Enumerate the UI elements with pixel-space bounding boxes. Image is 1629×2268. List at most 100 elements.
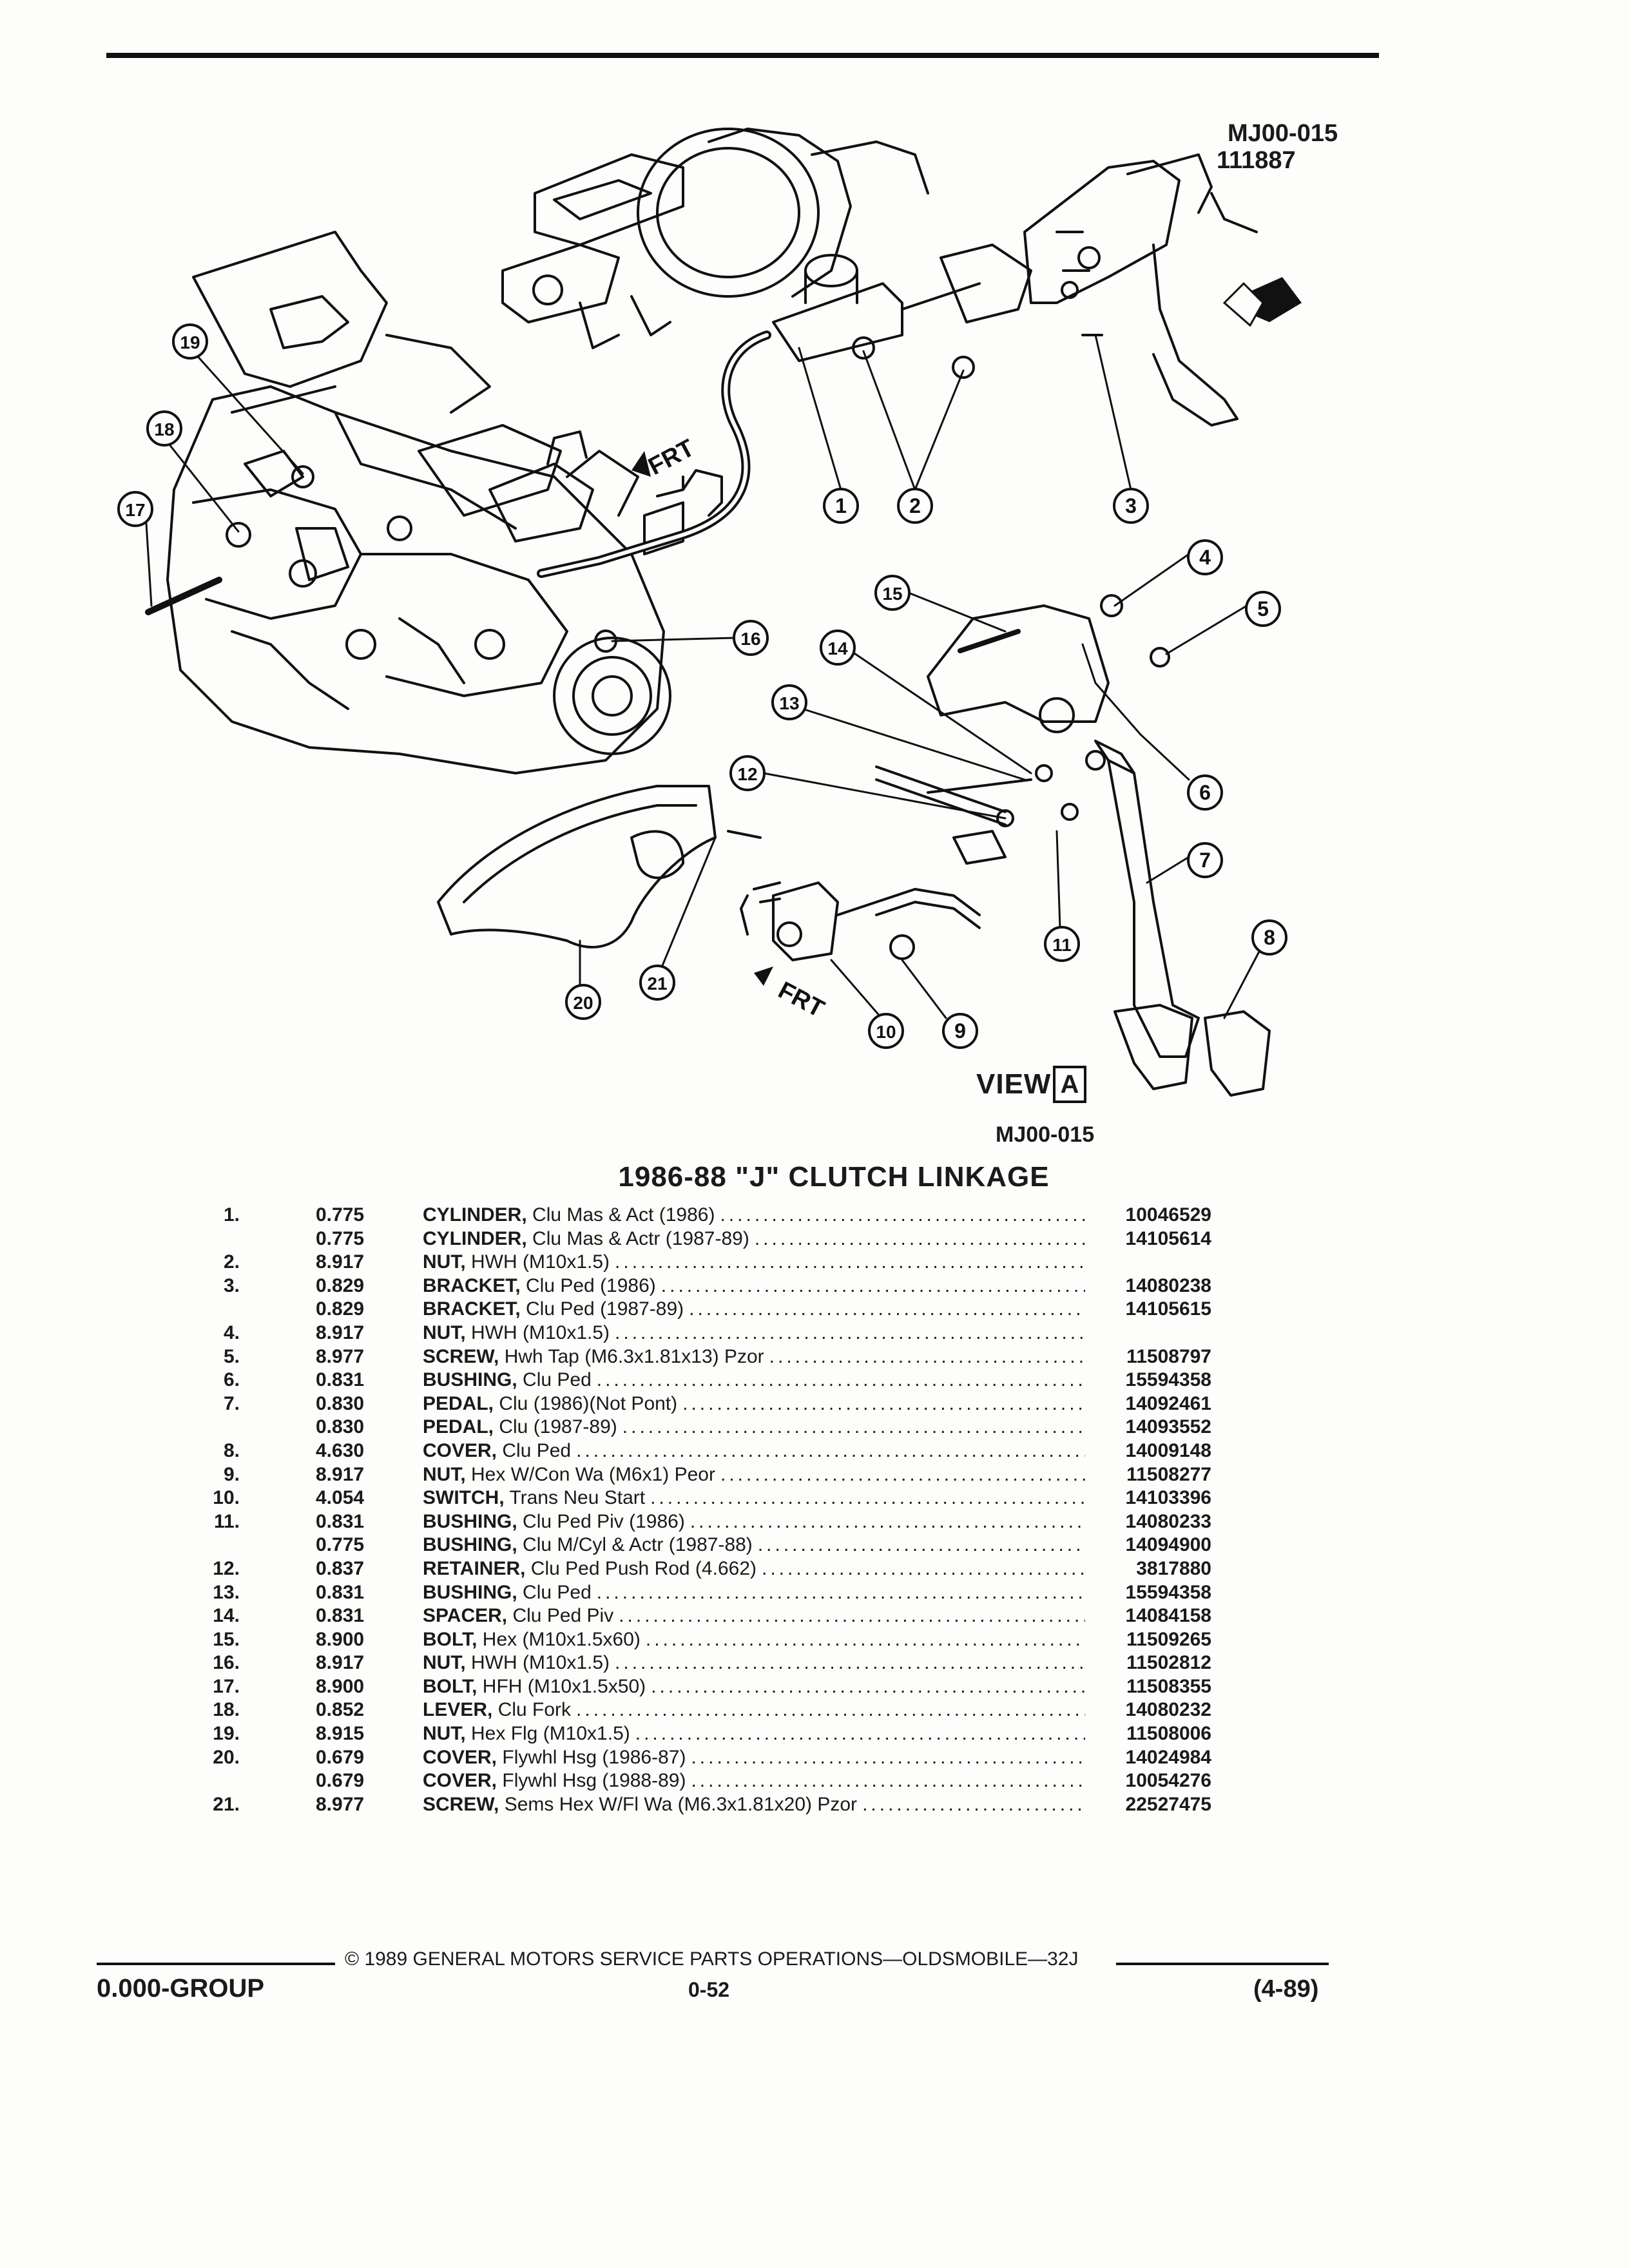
part-name: BOLT, <box>423 1628 477 1650</box>
part-number: 14009148 <box>1125 1439 1211 1461</box>
callout-8: 8 <box>1251 919 1287 956</box>
group-number: 0.830 <box>316 1392 365 1414</box>
part-description: SCREW, Hwh Tap (M6.3x1.81x13) Pzor......… <box>423 1345 1085 1369</box>
part-number: 15594358 <box>1125 1369 1211 1391</box>
page-title: 1986-88 "J" CLUTCH LINKAGE <box>618 1161 1050 1193</box>
item-number: 6. <box>223 1369 240 1391</box>
callout-circle <box>820 629 856 666</box>
part-name: LEVER, <box>423 1699 493 1721</box>
part-description: NUT, Hex Flg (M10x1.5)..................… <box>423 1722 1085 1745</box>
part-detail: Clu Ped Piv <box>507 1605 614 1627</box>
group-number: 8.917 <box>316 1463 365 1485</box>
item-number: 18. <box>213 1699 240 1721</box>
part-name: BUSHING, <box>423 1369 517 1391</box>
callout-circle <box>729 755 766 791</box>
leader-dots: ........................................… <box>615 1251 1085 1273</box>
figure-code-top: MJ00-015 <box>1228 120 1338 147</box>
part-name: COVER, <box>423 1439 497 1461</box>
part-description: COVER, Clu Ped..........................… <box>423 1439 1085 1463</box>
part-name: SWITCH, <box>423 1487 505 1509</box>
part-description: PEDAL, Clu (1987-89)....................… <box>423 1416 1085 1439</box>
part-name: NUT, <box>423 1251 466 1273</box>
part-description: BUSHING, Clu M/Cyl & Actr (1987-88).....… <box>423 1533 1085 1557</box>
callout-15: 15 <box>874 575 911 611</box>
leader-dots: ........................................… <box>650 1487 1085 1509</box>
leader-dots: ........................................… <box>615 1321 1085 1343</box>
item-number: 5. <box>223 1345 240 1367</box>
callout-circle <box>1187 539 1223 575</box>
part-number: 14080233 <box>1125 1510 1211 1532</box>
part-name: SPACER, <box>423 1605 508 1627</box>
callout-circle <box>565 984 601 1020</box>
callout-label: 15 <box>882 584 902 604</box>
group-number: 0.775 <box>316 1534 365 1556</box>
part-description: BRACKET, Clu Ped (1986).................… <box>423 1274 1085 1298</box>
frt-arrow-upper <box>631 451 651 477</box>
footer-copyright: © 1989 GENERAL MOTORS SERVICE PARTS OPER… <box>345 1948 1079 1970</box>
leader-lines <box>144 334 1261 1019</box>
leader-dots: ........................................… <box>619 1605 1085 1627</box>
callout-circle <box>733 620 769 656</box>
leader-dots: ........................................… <box>622 1416 1085 1438</box>
part-detail: HWH (M10x1.5) <box>465 1321 610 1343</box>
part-description: CYLINDER, Clu Mas & Act (1986)..........… <box>423 1204 1085 1227</box>
part-detail: Hex (M10x1.5x60) <box>477 1628 641 1650</box>
part-number: 14105614 <box>1125 1227 1211 1249</box>
leader-dots: ........................................… <box>757 1534 1085 1556</box>
callout-circle <box>1187 774 1223 811</box>
part-number: 11502812 <box>1126 1652 1211 1674</box>
part-detail: Flywhl Hsg (1988-89) <box>497 1770 686 1792</box>
part-description: NUT, Hex W/Con Wa (M6x1) Peor...........… <box>423 1463 1085 1486</box>
part-detail: HFH (M10x1.5x50) <box>477 1675 646 1697</box>
part-detail: Sems Hex W/Fl Wa (M6.3x1.81x20) Pzor <box>499 1793 858 1815</box>
part-detail: HWH (M10x1.5) <box>465 1652 610 1674</box>
callout-circle <box>146 410 182 447</box>
part-name: BUSHING, <box>423 1510 517 1532</box>
master-cylinder-drawing <box>772 244 1032 362</box>
part-name: NUT, <box>423 1652 466 1674</box>
item-number: 21. <box>213 1793 240 1815</box>
part-detail: Clu Mas & Actr (1987-89) <box>526 1227 749 1249</box>
leader-dots: ........................................… <box>682 1392 1085 1414</box>
leader-dots: ........................................… <box>596 1581 1085 1603</box>
part-detail: Flywhl Hsg (1986-87) <box>497 1746 686 1768</box>
part-detail: Hex W/Con Wa (M6x1) Peor <box>465 1463 715 1485</box>
part-name: BRACKET, <box>423 1298 521 1320</box>
callout-label: 8 <box>1264 926 1275 949</box>
part-detail: Clu (1987-89) <box>494 1416 617 1438</box>
callout-label: 10 <box>876 1022 896 1042</box>
callout-13: 13 <box>771 684 807 720</box>
leader-dots: ........................................… <box>596 1369 1085 1391</box>
part-number: 14105615 <box>1125 1298 1211 1320</box>
callout-label: 20 <box>573 993 593 1013</box>
callout-label: 21 <box>647 974 667 994</box>
item-number: 11. <box>213 1510 240 1532</box>
group-number: 0.679 <box>316 1770 365 1792</box>
footer-rule-left <box>97 1963 335 1965</box>
leader-dots: ........................................… <box>720 1204 1085 1225</box>
part-description: BOLT, Hex (M10x1.5x60)..................… <box>423 1628 1085 1651</box>
callout-10: 10 <box>868 1013 904 1049</box>
part-number: 11508797 <box>1126 1345 1211 1367</box>
part-name: BUSHING, <box>423 1581 517 1603</box>
callout-1: 1 <box>823 488 859 524</box>
part-detail: Clu Mas & Act (1986) <box>526 1204 715 1225</box>
callout-20: 20 <box>565 984 601 1020</box>
group-number: 0.830 <box>316 1416 365 1438</box>
part-description: BUSHING, Clu Ped........................… <box>423 1581 1085 1604</box>
part-number: 11508006 <box>1126 1723 1211 1745</box>
callout-label: 12 <box>737 764 757 784</box>
part-detail: Clu Ped <box>497 1439 572 1461</box>
part-number: 11508277 <box>1126 1463 1211 1485</box>
leader-dots: ........................................… <box>769 1345 1085 1367</box>
group-number: 0.837 <box>316 1557 365 1579</box>
group-number: 0.831 <box>316 1605 365 1627</box>
group-number: 8.917 <box>316 1652 365 1674</box>
